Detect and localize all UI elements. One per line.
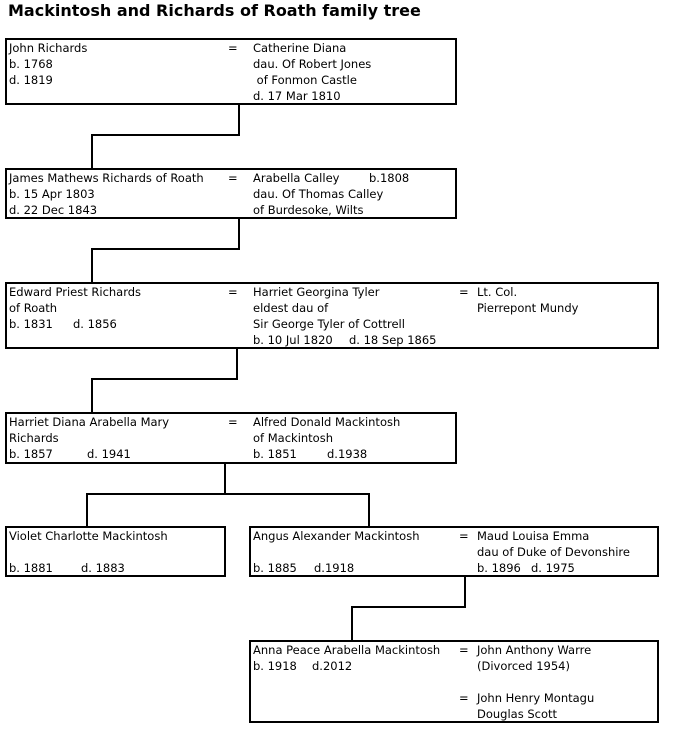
marriage-sign: = xyxy=(459,643,469,657)
spouse-death-date: d. 1975 xyxy=(531,561,575,575)
connector-line xyxy=(91,134,240,136)
spouse-birth-date: b. 1851 xyxy=(253,447,297,461)
marriage-sign: = xyxy=(228,171,238,185)
person-name: Anna Peace Arabella Mackintosh xyxy=(253,643,441,657)
connector-line xyxy=(351,606,353,640)
person-name: Richards xyxy=(9,431,59,445)
first-spouse-name: John Anthony Warre xyxy=(477,643,592,657)
family-box-harriet-diana-arabella-mary xyxy=(5,412,457,464)
marriage-sign: = xyxy=(459,285,469,299)
second-spouse-name: Douglas Scott xyxy=(477,707,558,721)
spouse-parentage: of Fonmon Castle xyxy=(253,73,357,87)
connector-line xyxy=(238,104,240,135)
birth-date: b. 1885 xyxy=(253,561,297,575)
connector-line xyxy=(368,493,370,526)
birth-date: b. 15 Apr 1803 xyxy=(9,187,95,201)
family-box-violet-charlotte-mackintosh xyxy=(5,526,226,577)
spouse-name: Harriet Georgina Tyler xyxy=(253,285,380,299)
death-date: d.1918 xyxy=(314,561,355,575)
second-spouse-name: John Henry Montagu xyxy=(477,691,595,705)
spouse-death-date: d. 18 Sep 1865 xyxy=(349,333,437,347)
marriage-sign: = xyxy=(459,691,469,705)
death-date: d. 1883 xyxy=(81,561,125,575)
connector-line xyxy=(91,248,240,250)
spouse-birth-date: b.1808 xyxy=(369,171,410,185)
marriage-sign: = xyxy=(228,415,238,429)
connector-line xyxy=(464,577,466,607)
birth-date: b. 1831 xyxy=(9,317,53,331)
connector-line xyxy=(91,134,93,170)
connector-line xyxy=(86,493,370,495)
spouse-name: Catherine Diana xyxy=(253,41,347,55)
spouse-name: of Mackintosh xyxy=(253,431,334,445)
spouse-name: Arabella Calley xyxy=(253,171,340,185)
spouse-death-date: d. 17 Mar 1810 xyxy=(253,89,341,103)
person-name: James Mathews Richards of Roath xyxy=(9,171,204,185)
spouse-parentage: Sir George Tyler of Cottrell xyxy=(253,317,405,331)
second-spouse-name: Lt. Col. xyxy=(477,285,518,299)
connector-line xyxy=(91,378,93,412)
spouse-parentage: dau. Of Robert Jones xyxy=(253,57,372,71)
spouse-name: Maud Louisa Emma xyxy=(477,529,590,543)
second-spouse-name: Pierrepont Mundy xyxy=(477,301,579,315)
spouse-parentage: dau of Duke of Devonshire xyxy=(477,545,630,559)
marriage-sign: = xyxy=(228,285,238,299)
connector-line xyxy=(224,463,226,495)
connector-line xyxy=(236,348,238,380)
family-box-angus-alexander-mackintosh xyxy=(249,526,659,577)
marriage-sign: = xyxy=(459,529,469,543)
connector-line xyxy=(238,218,240,250)
birth-date: b. 1918 xyxy=(253,659,297,673)
connector-line xyxy=(91,248,93,284)
family-box-james-mathews-richards xyxy=(5,168,457,219)
divorce-note: (Divorced 1954) xyxy=(477,659,570,673)
death-date: d. 1941 xyxy=(87,447,131,461)
connector-line xyxy=(91,378,238,380)
family-box-anna-peace-arabella-mackintosh xyxy=(249,640,659,723)
birth-date: b. 1857 xyxy=(9,447,53,461)
person-name: of Roath xyxy=(9,301,58,315)
connector-line xyxy=(86,493,88,526)
spouse-parentage: eldest dau of xyxy=(253,301,329,315)
death-date: d.2012 xyxy=(312,659,353,673)
death-date: d. 1856 xyxy=(73,317,117,331)
spouse-birth-date: b. 1896 xyxy=(477,561,521,575)
death-date: d. 1819 xyxy=(9,73,53,87)
connector-line xyxy=(351,606,466,608)
page-title: Mackintosh and Richards of Roath family … xyxy=(8,1,421,20)
spouse-birth-date: b. 10 Jul 1820 xyxy=(253,333,333,347)
spouse-name: Alfred Donald Mackintosh xyxy=(253,415,401,429)
birth-date: b. 1881 xyxy=(9,561,53,575)
marriage-sign: = xyxy=(228,41,238,55)
family-box-edward-priest-richards xyxy=(5,282,659,349)
spouse-death-date: d.1938 xyxy=(327,447,368,461)
birth-date: b. 1768 xyxy=(9,57,53,71)
spouse-parentage: of Burdesoke, Wilts xyxy=(253,203,364,217)
person-name: Violet Charlotte Mackintosh xyxy=(9,529,168,543)
family-box-john-richards xyxy=(5,38,457,105)
person-name: Edward Priest Richards xyxy=(9,285,142,299)
death-date: d. 22 Dec 1843 xyxy=(9,203,98,217)
spouse-parentage: dau. Of Thomas Calley xyxy=(253,187,384,201)
person-name: Harriet Diana Arabella Mary xyxy=(9,415,170,429)
person-name: Angus Alexander Mackintosh xyxy=(253,529,420,543)
person-name: John Richards xyxy=(9,41,88,55)
